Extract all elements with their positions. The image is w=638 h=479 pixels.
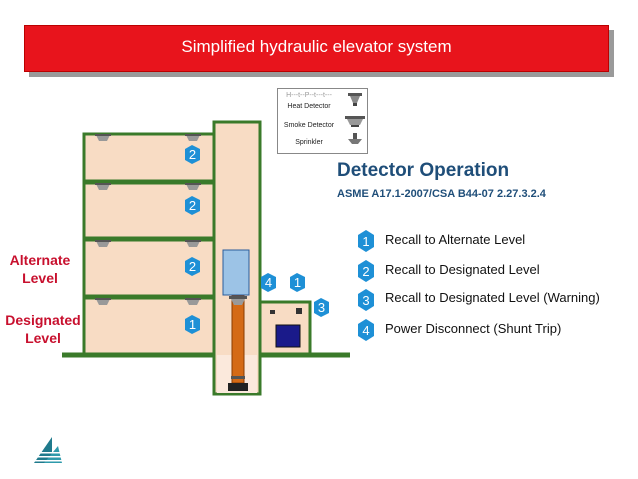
title-banner: Simplified hydraulic elevator system <box>24 25 609 72</box>
svg-text:2: 2 <box>189 147 196 162</box>
piston-base <box>228 383 248 391</box>
badge-floor-designated: 1 <box>185 315 200 334</box>
designated-level-label: Designated Level <box>2 311 84 347</box>
svg-text:4: 4 <box>265 275 272 290</box>
op-hex-2: 2 <box>358 260 374 282</box>
heat-detector-icon <box>348 93 362 106</box>
op-hex-3: 3 <box>358 289 374 311</box>
operation-item-label: Recall to Alternate Level <box>385 232 526 247</box>
operation-item-label: Power Disconnect (Shunt Trip) <box>385 321 562 336</box>
detector-legend: H---t--P--t---t--- Heat Detector Smoke D… <box>277 88 368 154</box>
svg-text:1: 1 <box>189 317 196 332</box>
operation-item-label: Recall to Designated Level (Warning) <box>385 290 600 305</box>
detector-operation-standard: ASME A17.1-2007/CSA B44-07 2.27.3.2.4 <box>337 188 546 200</box>
badge-machine-3: 3 <box>314 298 329 317</box>
legend-heat-detector-label: Heat Detector <box>287 103 331 110</box>
alternate-level-label: Alternate Level <box>4 251 76 287</box>
alternate-level-line2: Level <box>22 270 58 286</box>
badge-floor-alternate: 2 <box>185 257 200 276</box>
legend-sprinkler-label: Sprinkler <box>295 139 323 146</box>
controller-cabinet <box>275 324 301 348</box>
floor-smoke-detectors <box>96 135 200 305</box>
legend-top-text: H---t--P--t---t--- <box>286 92 332 99</box>
svg-text:2: 2 <box>362 264 369 279</box>
smoke-detector-icon <box>345 116 365 127</box>
hoistway-heat-detector-icon <box>229 296 247 305</box>
sprinkler-icon <box>348 133 362 144</box>
detector-operation-title: Detector Operation <box>337 160 510 181</box>
machine-room <box>258 300 312 356</box>
svg-text:4: 4 <box>362 323 369 338</box>
badge-shaft-1: 1 <box>290 273 305 292</box>
company-logo <box>32 437 62 463</box>
page-title: Simplified hydraulic elevator system <box>181 37 452 56</box>
floor-detector-mounts <box>95 134 201 300</box>
badge-floor-3: 2 <box>185 196 200 215</box>
badge-floor-top: 2 <box>185 145 200 164</box>
badge-shaft-4: 4 <box>261 273 276 292</box>
svg-text:2: 2 <box>189 198 196 213</box>
op-hex-4: 4 <box>358 319 374 341</box>
svg-text:3: 3 <box>318 300 325 315</box>
pit-smoke-detector-icon <box>231 376 245 379</box>
svg-text:1: 1 <box>294 275 301 290</box>
op-hex-1: 1 <box>358 230 374 252</box>
operation-item-label: Recall to Designated Level <box>385 262 540 277</box>
svg-text:2: 2 <box>189 259 196 274</box>
hydraulic-piston <box>231 295 245 384</box>
svg-text:3: 3 <box>362 293 369 308</box>
elevator-car <box>222 249 250 296</box>
alternate-level-line1: Alternate <box>9 252 71 268</box>
legend-icons <box>345 93 365 144</box>
svg-text:1: 1 <box>362 234 369 249</box>
designated-level-line1: Designated <box>5 312 81 328</box>
legend-smoke-detector-label: Smoke Detector <box>283 122 335 129</box>
designated-level-line2: Level <box>25 330 61 346</box>
